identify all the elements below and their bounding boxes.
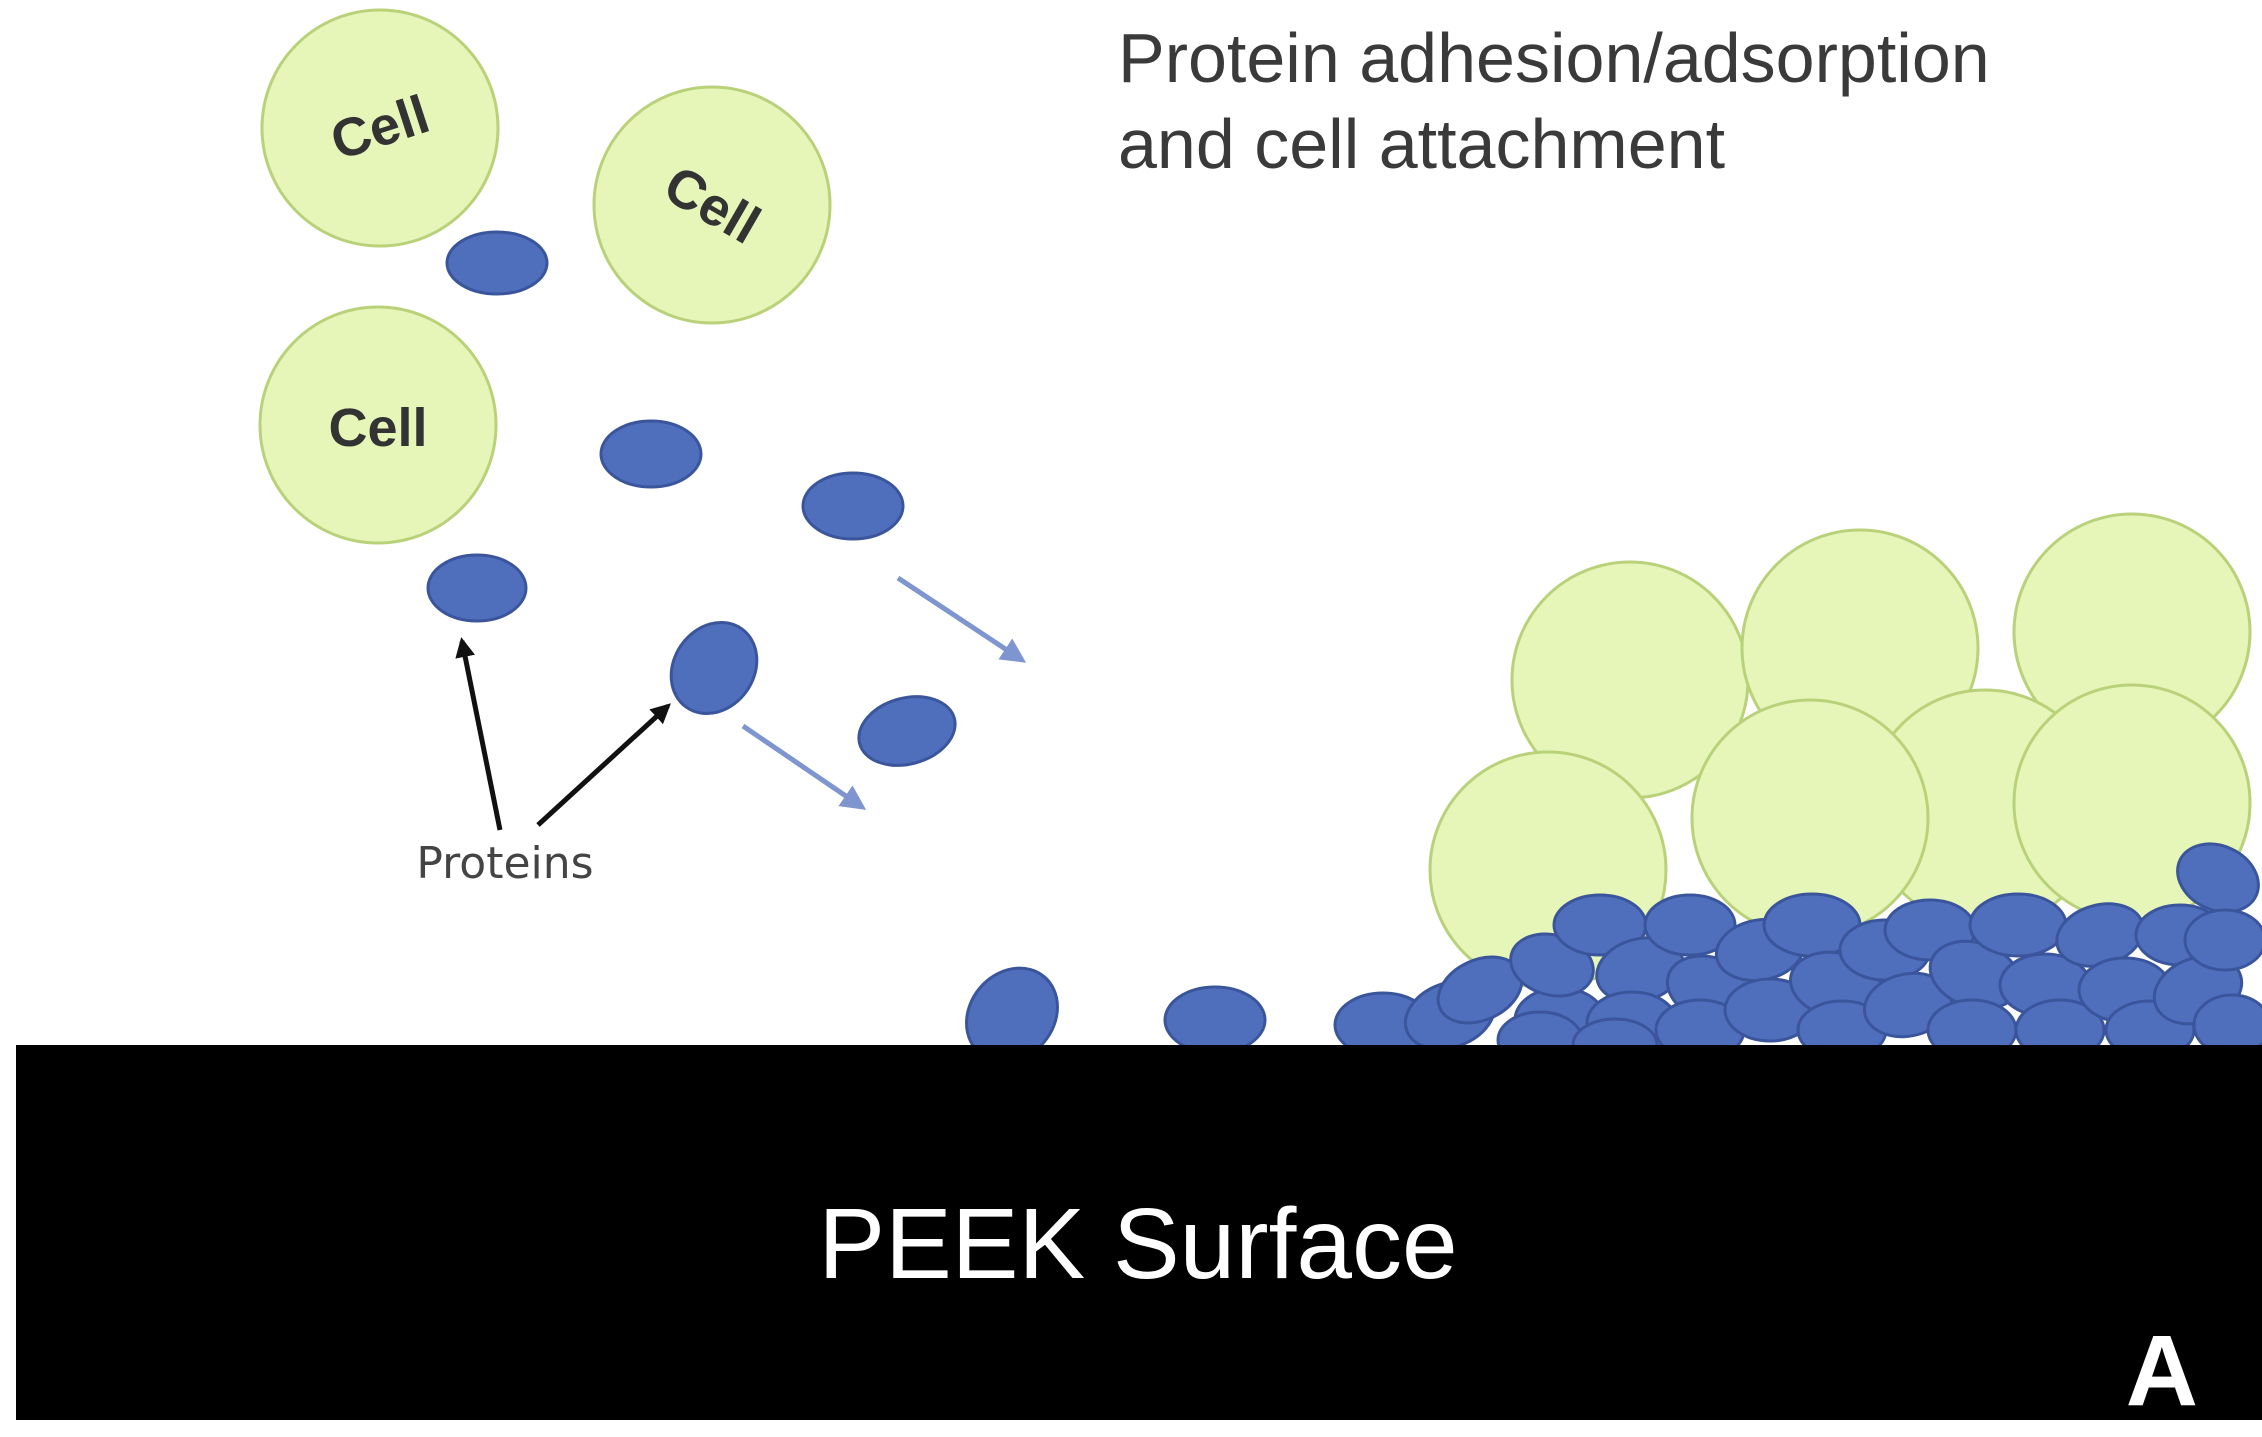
free-cell-1: Cell [260,8,500,248]
title-line-2: and cell attachment [1118,105,1725,183]
protein [801,471,905,541]
proteins-label: Proteins [416,838,593,889]
panel-letter: A [2126,1315,2198,1427]
free-cells: Cell Cell Cell [258,8,832,545]
free-cell-3: Cell [258,305,498,545]
adsorbed-proteins [965,842,2262,1073]
peek-surface-label: PEEK Surface [818,1188,1457,1300]
protein [599,419,703,489]
protein [1643,893,1737,957]
protein [2183,908,2262,972]
protein [857,695,957,767]
protein [669,620,759,716]
free-proteins [426,230,957,767]
protein [1163,985,1267,1055]
protein [2176,842,2260,914]
peek-surface [16,1045,2262,1420]
protein [1968,892,2068,958]
flow-arrow-upper [896,575,1027,663]
protein [426,553,528,623]
cell-label-3: Cell [328,398,427,458]
free-cell-2: Cell [592,85,832,325]
protein [445,230,549,296]
pointer-arrow-left [455,637,503,831]
attached-cells [1428,512,2252,990]
title-line-1: Protein adhesion/adsorption [1118,19,1990,97]
flow-arrow-lower [741,723,867,810]
pointer-arrow-right [536,703,671,827]
